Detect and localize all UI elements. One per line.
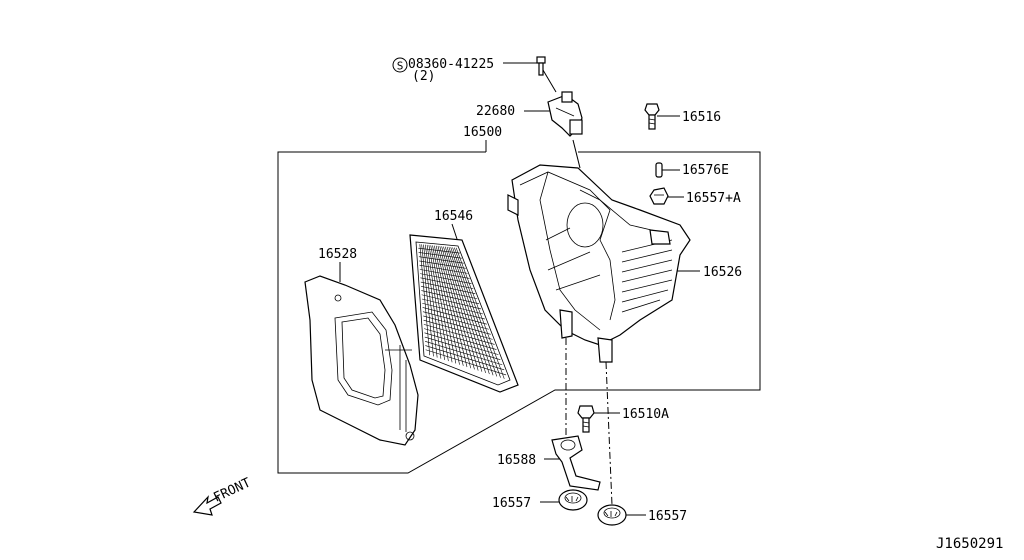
front-label: FRONT: [211, 475, 253, 505]
bolt-16510a: [577, 405, 595, 433]
label-16557-left: 16557: [492, 496, 531, 511]
filter-element: [409, 234, 519, 393]
collar-16576e: [655, 162, 663, 178]
bolt-16516: [644, 103, 660, 130]
label-16510a: 16510A: [622, 407, 669, 422]
label-screw-code: 08360-41225: [408, 57, 494, 72]
label-16516: 16516: [682, 110, 721, 125]
label-16546: 16546: [434, 209, 473, 224]
air-cleaner-cover: [304, 275, 419, 446]
filter-mesh: [418, 244, 507, 379]
mass-air-flow-sensor: [547, 91, 583, 137]
air-cleaner-case: [507, 164, 691, 363]
label-16588: 16588: [497, 453, 536, 468]
leader-lines: [339, 62, 700, 516]
label-22680: 22680: [476, 104, 515, 119]
front-arrow-icon: [192, 495, 222, 516]
figure-code: J1650291: [936, 536, 1003, 552]
label-16528: 16528: [318, 247, 357, 262]
label-16557-right: 16557: [648, 509, 687, 524]
label-16557a: 16557+A: [686, 191, 741, 206]
grommet-16557-left: [558, 489, 588, 511]
label-16576e: 16576E: [682, 163, 729, 178]
svg-text:S: S: [397, 60, 404, 73]
label-screw-qty: (2): [412, 69, 435, 84]
circled-s-icon: S: [392, 57, 408, 73]
label-16526: 16526: [703, 265, 742, 280]
assembly-dash-lines: [565, 338, 613, 506]
grommet-16557a: [649, 187, 669, 205]
label-16500: 16500: [463, 125, 502, 140]
assembly-box: [277, 151, 761, 474]
bracket-16588: [551, 435, 601, 491]
part-labels: 08360-41225 (2) 22680 16500 16516 16576E…: [211, 57, 1003, 552]
screw-part: [536, 56, 546, 76]
grommet-16557-right: [597, 504, 627, 526]
